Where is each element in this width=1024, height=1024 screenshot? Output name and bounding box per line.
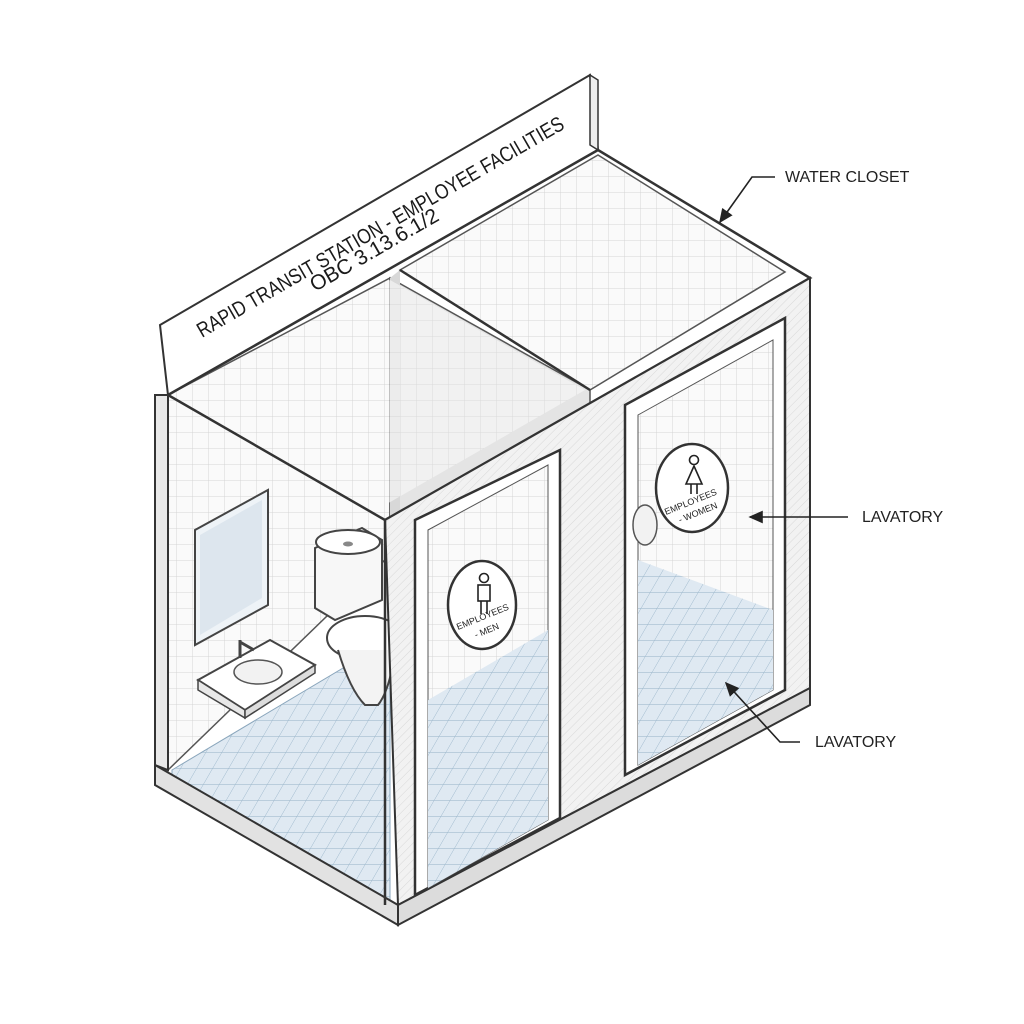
man-pictogram-icon — [477, 572, 491, 614]
women-doorway — [623, 315, 787, 778]
men-door-sign — [446, 559, 518, 651]
woman-pictogram-icon — [684, 454, 704, 494]
callout-lavatory-upper: LAVATORY — [862, 509, 944, 526]
callout-lavatory-lower: LAVATORY — [815, 734, 897, 751]
header-sign-band — [158, 73, 600, 397]
women-door-sign — [654, 442, 730, 534]
mirror-icon — [194, 488, 269, 647]
sink-icon — [196, 638, 317, 720]
callout-water-closet: WATER CLOSET — [785, 169, 910, 186]
front-left-wall — [154, 394, 399, 927]
callout-leaders — [719, 176, 848, 743]
men-doorway — [413, 448, 562, 898]
